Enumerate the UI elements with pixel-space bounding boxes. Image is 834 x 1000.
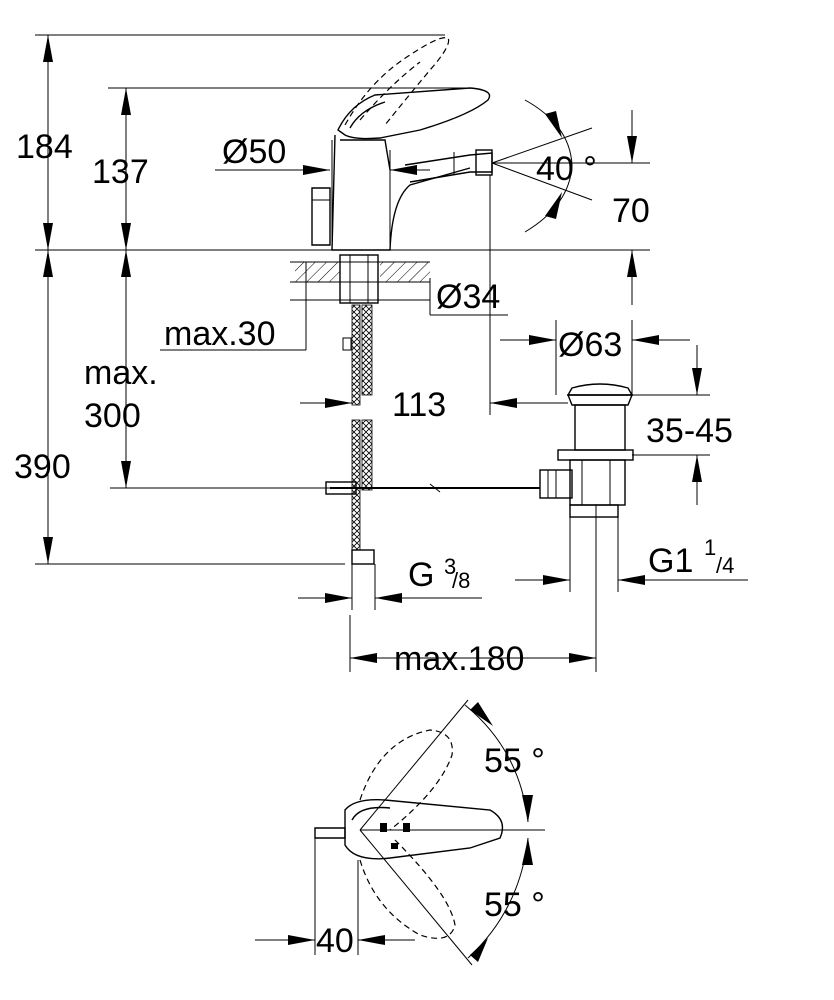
angle-ray-upper [491, 127, 593, 164]
dim-max180: max.180 [394, 640, 524, 678]
waste-flange [566, 394, 634, 406]
arrow-icon [43, 537, 53, 564]
arrow-icon [569, 653, 596, 663]
lever-mark-right [403, 823, 410, 832]
lever-mark-left [380, 823, 387, 832]
dim-g114-den: /4 [716, 553, 734, 578]
dim-3545: 35-45 [646, 412, 733, 450]
shank [339, 254, 379, 304]
dim-max300-line1: max. [84, 354, 158, 392]
linkage-mark [429, 483, 441, 493]
waste-cap [566, 383, 634, 396]
deck-hatch-left [295, 262, 340, 282]
lever-raised-detail [359, 61, 421, 121]
waste-tail [569, 504, 619, 518]
arrow-icon [121, 223, 131, 250]
dim-55-top: 55 ° [484, 742, 545, 780]
arrow-icon [470, 702, 493, 726]
arrow-icon [43, 250, 53, 277]
top-view: 55 ° 55 ° 40 [255, 699, 545, 966]
lever-top-detail [351, 806, 391, 821]
waste-nut [557, 449, 634, 461]
arrow-icon [288, 935, 315, 945]
arrow-icon [325, 398, 352, 408]
arrow-icon [692, 455, 702, 482]
dim-max30: max.30 [164, 315, 276, 353]
arrow-icon [121, 88, 131, 115]
dim-g38-num: 3 [444, 554, 456, 579]
dim-max300-line2: 300 [84, 397, 141, 435]
arrow-icon [543, 575, 570, 585]
angle-ray-lower [491, 162, 593, 201]
front-elevation: 184 137 390 max. 300 [14, 34, 748, 678]
angle-ray-up [359, 699, 469, 831]
waste-body-lower [569, 459, 626, 506]
arrow-icon [522, 795, 533, 822]
arrow-icon [390, 165, 417, 175]
arrow-icon [618, 575, 645, 585]
deck-hatch-right [380, 262, 430, 282]
faucet-body [331, 134, 471, 251]
popup-rod [311, 187, 331, 246]
dim-63: Ø63 [558, 326, 622, 364]
hose-clip [342, 337, 352, 351]
popup-knob-top [314, 827, 346, 839]
linkage-clamp [325, 481, 357, 495]
arrow-icon [692, 368, 702, 395]
dim-50: Ø50 [222, 133, 286, 171]
arrow-icon [121, 250, 131, 277]
lever-solid [337, 87, 491, 140]
arrow-icon [375, 593, 402, 603]
dim-390: 390 [14, 448, 71, 486]
dim-40deg: 40 ° [536, 150, 597, 188]
lever-top-solid [344, 799, 504, 860]
dim-g114-main: G1 [648, 542, 693, 580]
arrow-icon [470, 938, 488, 962]
lever-left-position [359, 729, 453, 831]
lever-detail [349, 101, 386, 129]
arrow-icon [627, 136, 637, 163]
dim-34: Ø34 [436, 278, 500, 316]
arrow-icon [529, 335, 556, 345]
hose-connector [351, 549, 375, 565]
hose-a-upper [351, 304, 361, 406]
dim-70: 70 [612, 192, 650, 230]
angle-ray-down [359, 829, 473, 966]
arrow-icon [358, 935, 385, 945]
arrow-icon [545, 192, 562, 219]
dim-113: 113 [392, 386, 446, 424]
arrow-icon [43, 35, 53, 62]
arrow-icon [350, 653, 377, 663]
dim-55-bottom: 55 ° [484, 886, 545, 924]
arrow-icon [121, 461, 131, 488]
dim-137: 137 [92, 153, 149, 191]
arrow-icon [545, 111, 562, 138]
waste-body-upper [574, 404, 626, 451]
body-inner [340, 139, 391, 171]
arrow-icon [522, 838, 533, 865]
arrow-icon [303, 165, 330, 175]
arrow-icon [627, 250, 637, 277]
dim-g38-den: /8 [452, 568, 470, 593]
dim-g38-main: G [408, 556, 434, 594]
dim-184: 184 [16, 128, 73, 166]
arrow-icon [490, 398, 517, 408]
hose-b-upper [361, 304, 373, 396]
dim-40: 40 [316, 922, 354, 960]
lever-right-position [359, 839, 456, 939]
hose-b-lower [361, 419, 373, 491]
dim-g114-num: 1 [704, 535, 716, 560]
arrow-icon [43, 223, 53, 250]
spout [404, 152, 493, 183]
arrow-icon [325, 593, 352, 603]
lever-raised-outline [344, 37, 450, 126]
lever-mark-bottom [391, 843, 398, 849]
arrow-icon [632, 335, 659, 345]
